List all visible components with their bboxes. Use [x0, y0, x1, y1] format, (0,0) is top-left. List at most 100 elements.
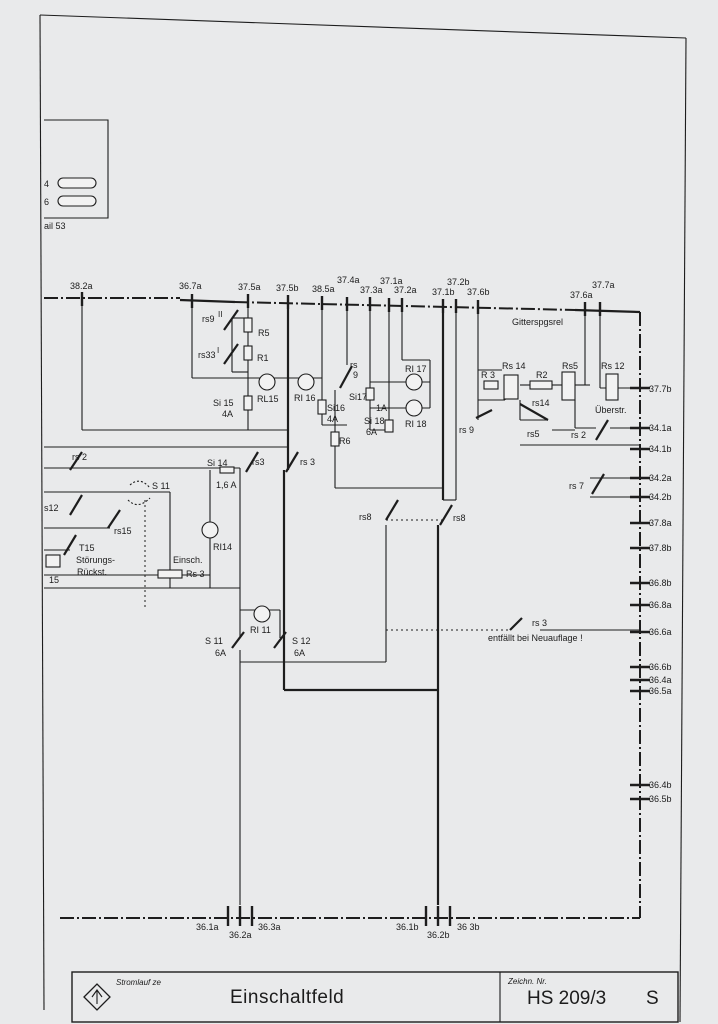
label-r6: R6	[339, 436, 351, 446]
label-s12: S 12	[292, 636, 311, 646]
label-rl17: RI 17	[405, 364, 427, 374]
terminal-36-4a: 36.4a	[649, 675, 672, 685]
label-rl15: RL15	[257, 394, 279, 404]
terminal-34-2b: 34.2b	[649, 492, 672, 502]
sheet-letter: S	[646, 988, 659, 1009]
resistor-r1	[243, 345, 253, 361]
label-r5: R5	[258, 328, 270, 338]
terminal-37-6a: 37.6a	[570, 290, 593, 300]
label-s11-val: 6A	[215, 648, 226, 658]
drawing-frame	[39, 14, 687, 1023]
lamp-rl11	[253, 605, 271, 623]
label-rl11: RI 11	[250, 625, 271, 635]
relay-coil-rs3	[157, 569, 183, 579]
lamp-rl16	[297, 373, 315, 391]
label-rs2-i: rs 2	[72, 452, 87, 462]
label-rl18: RI 18	[405, 419, 427, 429]
title-block: Stromlauf ze Einschaltfeld Zeichn. Nr. H…	[71, 971, 679, 1023]
terminal-36-5b: 36.5b	[649, 794, 672, 804]
label-si14: Si 14	[207, 458, 228, 468]
terminal-36-6b: 36.6b	[649, 662, 672, 672]
label-si17-val: 1A	[376, 403, 387, 413]
relay-coil-rs14	[503, 374, 519, 400]
terminal-37-2b: 37.2b	[447, 277, 470, 287]
label-si16-val: 4A	[327, 414, 338, 424]
label-rs5-ii: rs5	[527, 429, 540, 439]
fuse-si14	[219, 466, 235, 474]
label-r1: R1	[257, 353, 269, 363]
resistor-r6	[330, 431, 340, 447]
terminal-37-3a: 37.3a	[360, 285, 383, 295]
title-text: Einschaltfeld	[230, 987, 344, 1008]
terminal-38-2a: 38.2a	[70, 281, 93, 291]
resistor-r5	[243, 317, 253, 333]
detail-box-caption: ail 53	[44, 221, 66, 231]
label-si15-val: 4A	[222, 409, 233, 419]
label-rs9-ii: rs9	[202, 314, 215, 324]
terminal-36-2a: 36.2a	[229, 930, 252, 940]
label-si18-val: 6A	[366, 427, 377, 437]
label-rs14: Rs 14	[502, 361, 526, 371]
terminal-34-1b: 34.1b	[649, 444, 672, 454]
detail-box-row2: 6	[44, 197, 49, 207]
fuse-si18	[384, 419, 394, 433]
terminal-36-3a: 36.3a	[258, 922, 281, 932]
detail-box-row1: 4	[44, 179, 49, 189]
terminal-37-7a: 37.7a	[592, 280, 615, 290]
bottom-terminals: 36.1a 36.2a 36.3a 36.1b 36.2b 36 3b	[196, 906, 480, 940]
label-si18: Si 18	[364, 416, 385, 426]
label-rs5: Rs5	[562, 361, 578, 371]
label-si15: Si 15	[213, 398, 234, 408]
terminal-38-5a: 38.5a	[312, 284, 335, 294]
label-s11-iv: S 11	[152, 481, 170, 491]
terminal-37-5b: 37.5b	[276, 283, 299, 293]
fuse-si15	[243, 395, 253, 411]
top-busbar	[44, 297, 641, 919]
company-logo	[83, 983, 111, 1011]
detail-box: 4 6 ail 53	[44, 119, 109, 231]
title-caption: Stromlauf ze	[116, 978, 161, 987]
label-rueckst: Rückst.	[77, 567, 107, 577]
terminal-36-3b: 36 3b	[457, 922, 480, 932]
label-entfaellt: entfällt bei Neuauflage !	[488, 633, 583, 643]
label-rs15-i: rs15	[114, 526, 132, 536]
terminal-37-2a: 37.2a	[394, 285, 417, 295]
lamp-rl17	[405, 373, 423, 391]
label-rs33-sup: I	[217, 346, 219, 355]
resistor-r2	[529, 380, 553, 390]
label-si17: Si17	[349, 392, 367, 402]
terminal-37-1b: 37.1b	[432, 287, 455, 297]
label-rs8-ii: rs8	[453, 513, 466, 523]
resistor-r3	[483, 380, 499, 390]
fuse-si17	[365, 387, 375, 401]
label-rs9-i: rs	[350, 360, 358, 370]
label-rs3-iii: rs 3	[300, 457, 315, 467]
label-ueberstr: Überstr.	[595, 405, 627, 415]
terminal-36-5a: 36.5a	[649, 686, 672, 696]
relay-coil-rs5	[561, 371, 576, 401]
terminal-37-8a: 37.8a	[649, 518, 672, 528]
fuse-si16	[317, 399, 327, 415]
terminal-37-6b: 37.6b	[467, 287, 490, 297]
terminal-36-7a: 36.7a	[179, 281, 202, 291]
terminal-36-1b: 36.1b	[396, 922, 419, 932]
terminal-37-1a: 37.1a	[380, 276, 403, 286]
label-rs7-iii: rs 7	[569, 481, 584, 491]
terminal-34-1a: 34.1a	[649, 423, 672, 433]
terminal-36-6a: 36.6a	[649, 627, 672, 637]
terminal-36-2b: 36.2b	[427, 930, 450, 940]
drawing-no-label: Zeichn. Nr.	[507, 977, 547, 986]
terminal-37-4a: 37.4a	[337, 275, 360, 285]
top-terminal-ticks	[80, 292, 602, 316]
wiring	[44, 306, 640, 905]
label-s11: S 11	[205, 636, 223, 646]
label-s12-val: 6A	[294, 648, 305, 658]
lamp-rl15	[258, 373, 276, 391]
relay-coil-t15	[45, 554, 61, 568]
label-r2: R2	[536, 370, 548, 380]
switch-contacts	[63, 309, 609, 649]
label-rs9-i-b: 9	[353, 370, 358, 380]
label-r3: R 3	[481, 370, 495, 380]
lamp-rl14	[201, 521, 219, 539]
